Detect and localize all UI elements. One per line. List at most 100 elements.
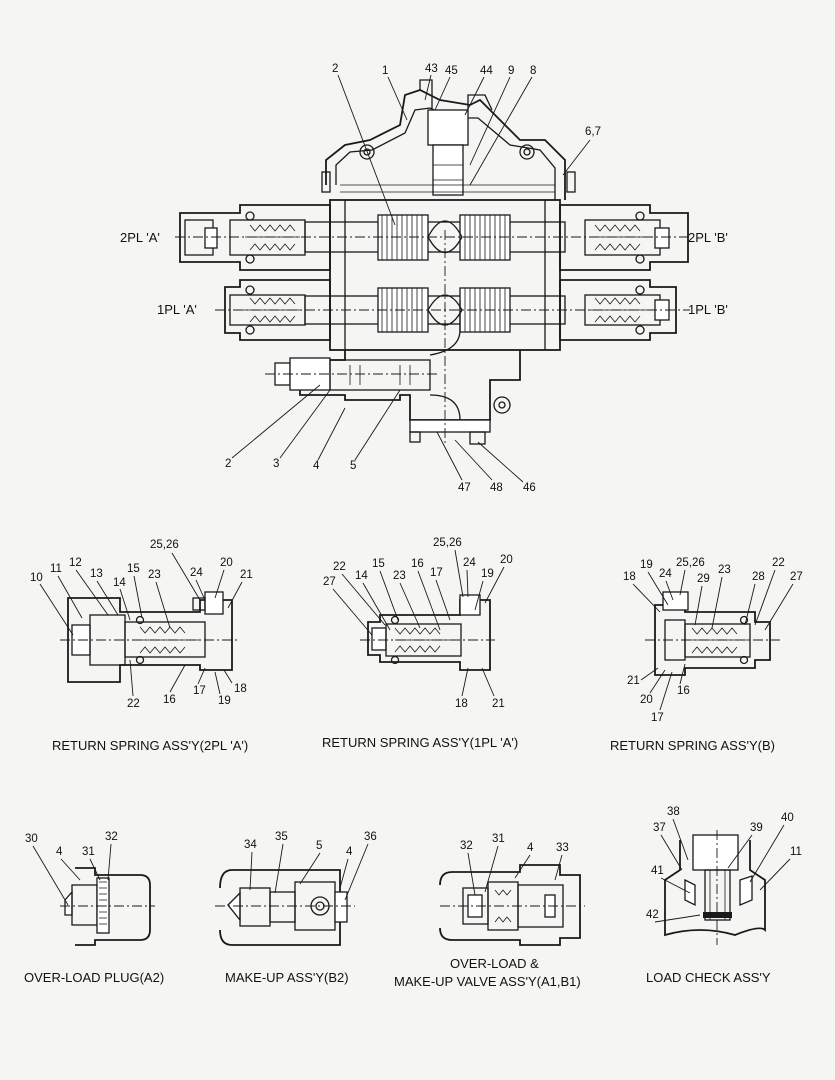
load-check-drawing bbox=[664, 830, 766, 945]
upper-spool-lands bbox=[377, 214, 511, 261]
return-spring-2pl-a-callouts: 10 11 12 13 14 15 23 25,26 24 20 21 22 1… bbox=[30, 539, 253, 710]
olp-callout-4: 4 bbox=[56, 846, 63, 858]
rs2a-callout-20: 20 bbox=[220, 557, 233, 569]
return-spring-2pl-a-drawing bbox=[60, 591, 240, 683]
rsb-callout-17: 17 bbox=[651, 712, 664, 724]
rsb-callout-25-26: 25,26 bbox=[676, 557, 705, 569]
rsb-callout-28: 28 bbox=[752, 571, 765, 583]
mu-callout-35: 35 bbox=[275, 831, 288, 843]
main-callouts: 2 1 43 45 44 9 8 6,7 2 3 4 5 47 48 46 bbox=[225, 63, 601, 494]
lc-callout-39: 39 bbox=[750, 822, 763, 834]
main-valve-assembly bbox=[175, 79, 690, 445]
main-port-labels: 2PL 'A' 2PL 'B' 1PL 'A' 1PL 'B' bbox=[120, 230, 728, 317]
caption-return-spring-1pl-a: RETURN SPRING ASS'Y(1PL 'A') bbox=[322, 735, 518, 750]
lc-callout-41: 41 bbox=[651, 865, 664, 877]
olmu-callout-4: 4 bbox=[527, 842, 534, 854]
olp-callout-32: 32 bbox=[105, 831, 118, 843]
mu-callout-5: 5 bbox=[316, 840, 322, 852]
over-load-plug-drawing bbox=[60, 867, 155, 946]
rs1a-callout-20: 20 bbox=[500, 554, 513, 566]
callout-2-bottom: 2 bbox=[225, 458, 231, 470]
over-load-plug-callouts: 30 32 4 31 bbox=[25, 831, 118, 906]
olp-callout-30: 30 bbox=[25, 833, 38, 845]
rsb-callout-27: 27 bbox=[790, 571, 803, 583]
olp-callout-31: 31 bbox=[82, 846, 95, 858]
make-up-drawing bbox=[215, 869, 355, 946]
rsb-callout-21: 21 bbox=[627, 675, 640, 687]
return-spring-b-callouts: 19 25,26 22 18 24 29 23 28 27 21 20 16 1… bbox=[623, 557, 803, 724]
rs1a-callout-15: 15 bbox=[372, 558, 385, 570]
lc-callout-42: 42 bbox=[646, 909, 659, 921]
callout-5: 5 bbox=[350, 460, 356, 472]
rs1a-callout-18: 18 bbox=[455, 698, 468, 710]
rs1a-callout-25-26: 25,26 bbox=[433, 537, 462, 549]
lc-callout-11: 11 bbox=[790, 846, 802, 858]
rs1a-callout-17: 17 bbox=[430, 567, 443, 579]
rs2a-callout-17: 17 bbox=[193, 685, 206, 697]
rsb-callout-20: 20 bbox=[640, 694, 653, 706]
rs2a-callout-10: 10 bbox=[30, 572, 43, 584]
callout-1: 1 bbox=[382, 65, 388, 77]
callout-45: 45 bbox=[445, 65, 458, 77]
return-spring-b-drawing bbox=[645, 591, 780, 676]
lc-callout-38: 38 bbox=[667, 806, 680, 818]
callout-9: 9 bbox=[508, 65, 514, 77]
mu-callout-36: 36 bbox=[364, 831, 377, 843]
caption-return-spring-b: RETURN SPRING ASS'Y(B) bbox=[610, 738, 775, 753]
over-load-make-up-drawing bbox=[439, 864, 585, 946]
lc-callout-40: 40 bbox=[781, 812, 794, 824]
rs2a-callout-19: 19 bbox=[218, 695, 231, 707]
rsb-callout-29: 29 bbox=[697, 573, 710, 585]
return-spring-1pl-a-drawing bbox=[360, 594, 495, 671]
olmu-callout-31: 31 bbox=[492, 833, 505, 845]
rs2a-callout-13: 13 bbox=[90, 568, 103, 580]
caption-load-check: LOAD CHECK ASS'Y bbox=[646, 970, 771, 985]
caption-make-up: MAKE-UP ASS'Y(B2) bbox=[225, 970, 349, 985]
caption-over-load-make-up-line1: OVER-LOAD & bbox=[450, 956, 539, 971]
callout-43: 43 bbox=[425, 63, 438, 75]
olmu-callout-33: 33 bbox=[556, 842, 569, 854]
rsb-callout-19: 19 bbox=[640, 559, 653, 571]
caption-over-load-make-up-line2: MAKE-UP VALVE ASS'Y(A1,B1) bbox=[394, 974, 581, 989]
rs1a-callout-16: 16 bbox=[411, 558, 424, 570]
rs2a-callout-12: 12 bbox=[69, 557, 82, 569]
callout-4: 4 bbox=[313, 460, 320, 472]
port-label-2pl-b: 2PL 'B' bbox=[688, 230, 728, 245]
callout-3: 3 bbox=[273, 458, 279, 470]
load-check-callouts: 38 37 39 40 11 41 42 bbox=[646, 806, 802, 923]
rs2a-callout-15: 15 bbox=[127, 563, 140, 575]
rsb-callout-22: 22 bbox=[772, 557, 785, 569]
port-label-1pl-b: 1PL 'B' bbox=[688, 302, 728, 317]
return-spring-1pl-a-callouts: 25,26 22 15 16 24 20 27 14 23 17 19 18 2… bbox=[323, 537, 513, 710]
mu-callout-34: 34 bbox=[244, 839, 257, 851]
rs2a-callout-21: 21 bbox=[240, 569, 253, 581]
lc-callout-37: 37 bbox=[653, 822, 666, 834]
callout-2-top: 2 bbox=[332, 63, 338, 75]
rs1a-callout-22: 22 bbox=[333, 561, 346, 573]
over-load-make-up-callouts: 32 31 4 33 bbox=[460, 833, 569, 896]
rs2a-callout-23: 23 bbox=[148, 569, 161, 581]
mu-callout-4: 4 bbox=[346, 846, 353, 858]
callout-47: 47 bbox=[458, 482, 471, 494]
rs1a-callout-27: 27 bbox=[323, 576, 336, 588]
rs1a-callout-19: 19 bbox=[481, 568, 494, 580]
rs2a-callout-16: 16 bbox=[163, 694, 176, 706]
callout-46: 46 bbox=[523, 482, 536, 494]
callout-8: 8 bbox=[530, 65, 536, 77]
rs2a-callout-24: 24 bbox=[190, 567, 203, 579]
caption-return-spring-2pl-a: RETURN SPRING ASS'Y(2PL 'A') bbox=[52, 738, 248, 753]
callout-6-7: 6,7 bbox=[585, 126, 601, 138]
callout-48: 48 bbox=[490, 482, 503, 494]
rsb-callout-16: 16 bbox=[677, 685, 690, 697]
rs1a-callout-21: 21 bbox=[492, 698, 505, 710]
port-label-1pl-a: 1PL 'A' bbox=[157, 302, 197, 317]
port-label-2pl-a: 2PL 'A' bbox=[120, 230, 160, 245]
rs2a-callout-14: 14 bbox=[113, 577, 126, 589]
make-up-callouts: 34 35 5 4 36 bbox=[244, 831, 377, 901]
rs1a-callout-23: 23 bbox=[393, 570, 406, 582]
callout-44: 44 bbox=[480, 65, 493, 77]
rs2a-callout-25-26: 25,26 bbox=[150, 539, 179, 551]
rsb-callout-24: 24 bbox=[659, 568, 672, 580]
